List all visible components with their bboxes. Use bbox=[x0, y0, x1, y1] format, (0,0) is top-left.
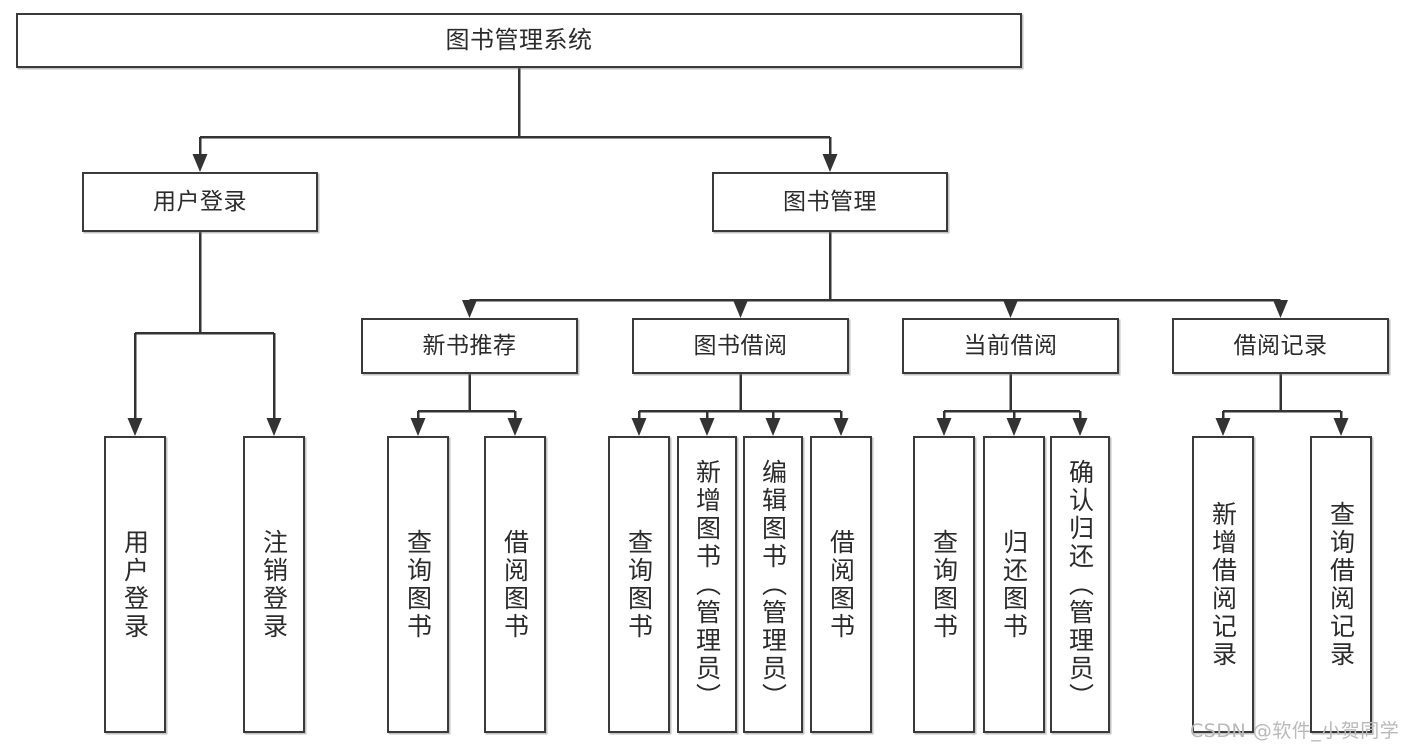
node-label: 新增借阅记录 bbox=[1208, 500, 1238, 669]
node-l-logout[interactable]: 注销登录 bbox=[243, 436, 305, 733]
node-label: 查询图书 bbox=[403, 528, 433, 641]
node-l-login[interactable]: 用户登录 bbox=[104, 436, 166, 733]
node-r-add[interactable]: 新增借阅记录 bbox=[1192, 436, 1254, 733]
node-label: 借阅记录 bbox=[1233, 332, 1328, 359]
node-b-lend[interactable]: 借阅图书 bbox=[810, 436, 872, 733]
node-label: 用户登录 bbox=[120, 528, 150, 641]
node-bookmgmt[interactable]: 图书管理 bbox=[712, 172, 948, 232]
node-c-return[interactable]: 归还图书 bbox=[983, 436, 1045, 733]
node-label: 图书借阅 bbox=[693, 332, 788, 359]
node-label: 图书管理 bbox=[783, 188, 877, 215]
node-label: 新增图书（管理员） bbox=[692, 458, 722, 711]
node-root[interactable]: 图书管理系统 bbox=[16, 13, 1022, 68]
node-newbook[interactable]: 新书推荐 bbox=[361, 318, 578, 374]
node-label: 编辑图书（管理员） bbox=[758, 458, 788, 711]
node-label: 借阅图书 bbox=[500, 528, 530, 641]
node-b-query[interactable]: 查询图书 bbox=[608, 436, 670, 733]
node-current[interactable]: 当前借阅 bbox=[902, 318, 1119, 374]
node-label: 归还图书 bbox=[999, 528, 1029, 641]
node-login[interactable]: 用户登录 bbox=[82, 172, 318, 232]
node-label: 图书管理系统 bbox=[445, 25, 593, 54]
node-label: 确认归还（管理员） bbox=[1065, 458, 1095, 711]
node-label: 新书推荐 bbox=[422, 332, 517, 359]
node-c-confirm[interactable]: 确认归还（管理员） bbox=[1050, 436, 1110, 733]
node-borrow[interactable]: 图书借阅 bbox=[632, 318, 849, 374]
node-label: 注销登录 bbox=[259, 528, 289, 641]
node-r-query[interactable]: 查询借阅记录 bbox=[1310, 436, 1372, 733]
node-label: 查询图书 bbox=[929, 528, 959, 641]
node-b-add[interactable]: 新增图书（管理员） bbox=[677, 436, 737, 733]
node-label: 当前借阅 bbox=[963, 332, 1058, 359]
node-records[interactable]: 借阅记录 bbox=[1172, 318, 1389, 374]
node-label: 用户登录 bbox=[153, 188, 247, 215]
node-label: 借阅图书 bbox=[826, 528, 856, 641]
node-label: 查询借阅记录 bbox=[1326, 500, 1356, 669]
node-n-borrow[interactable]: 借阅图书 bbox=[484, 436, 546, 733]
node-n-query[interactable]: 查询图书 bbox=[387, 436, 449, 733]
node-c-query[interactable]: 查询图书 bbox=[913, 436, 975, 733]
node-label: 查询图书 bbox=[624, 528, 654, 641]
node-b-edit[interactable]: 编辑图书（管理员） bbox=[743, 436, 803, 733]
